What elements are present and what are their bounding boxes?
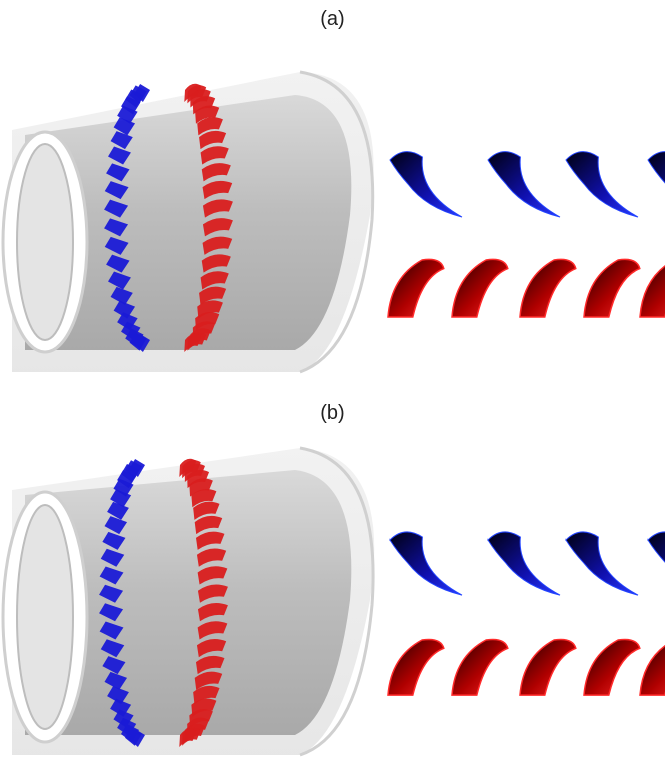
rotor-blade: [184, 333, 202, 352]
stator-blade-section: [487, 531, 561, 596]
rotor-blade: [197, 566, 228, 585]
rotor-blade: [195, 531, 225, 550]
stator-blade: [102, 531, 126, 550]
stator-blade: [125, 89, 144, 108]
stator-blade: [113, 478, 134, 497]
stator-blade: [113, 117, 136, 136]
rotor-blade-section: [451, 638, 509, 696]
rotor-blade: [194, 515, 223, 535]
stator-blade: [117, 470, 137, 489]
stator-blade: [104, 671, 128, 690]
stator-blade: [99, 603, 124, 622]
rotor-blade: [179, 728, 197, 747]
stator-blade: [120, 464, 140, 483]
stator-blade: [134, 334, 150, 352]
panel-label-a: (a): [320, 8, 345, 30]
stator-blade: [117, 105, 138, 124]
rotor-blade-section: [387, 638, 445, 696]
stator-blade: [99, 566, 124, 585]
rotor-blade: [191, 489, 217, 508]
rotor-blade-section: [583, 638, 641, 696]
rotor-blade: [197, 602, 228, 622]
rotor-blade: [201, 254, 231, 273]
stator-blade: [99, 584, 124, 603]
rotor-blade: [202, 180, 233, 200]
rotor-blade-section: [519, 258, 577, 318]
blade-cascade-b: [387, 531, 665, 696]
rotor-blade: [195, 105, 220, 124]
stator-blade: [110, 131, 133, 150]
stator-blade: [107, 686, 129, 705]
rotor-blade: [197, 621, 228, 640]
rotor-blade: [196, 638, 227, 658]
stator-blade-section: [389, 151, 463, 218]
panel-a: [1, 70, 665, 374]
rotor-blade: [200, 271, 229, 290]
stator-blade: [108, 271, 131, 290]
rotor-blade-section: [387, 258, 445, 318]
rotor-blade-section: [639, 265, 665, 318]
blade-ring-a: [104, 83, 233, 352]
stator-blade-section: [487, 151, 561, 218]
rotor-blade: [199, 286, 227, 305]
rotor-blade-section: [519, 638, 577, 696]
rotor-blade: [196, 548, 227, 567]
rotor-blade: [197, 584, 228, 603]
stator-blade: [104, 218, 129, 237]
rotor-blade: [193, 685, 220, 705]
rotor-blade: [200, 146, 229, 165]
rotor-blade-section: [451, 258, 509, 318]
stator-blade: [104, 199, 129, 218]
stator-blade: [129, 729, 145, 747]
stator-blade: [110, 489, 132, 508]
rotor-blade: [189, 478, 213, 497]
stator-blade: [102, 656, 126, 675]
rotor-blade: [193, 501, 220, 520]
stator-blade: [106, 254, 130, 273]
rotor-blade-section: [639, 644, 665, 696]
stator-blade: [107, 501, 129, 520]
panel-b: [1, 446, 665, 757]
stator-blade: [99, 621, 124, 640]
stator-blade: [104, 181, 129, 200]
rotor-blade: [197, 117, 223, 136]
stator-blade: [106, 163, 130, 182]
stator-blade-section: [647, 151, 665, 184]
stator-blade: [121, 96, 141, 115]
stator-blade: [113, 300, 136, 319]
rotor-blade: [202, 236, 233, 255]
rotor-blade: [201, 163, 231, 182]
panel-label-b: (b): [320, 402, 345, 424]
rotor-blade: [202, 218, 233, 237]
stator-blade: [108, 146, 131, 165]
stator-blade: [110, 286, 133, 305]
stator-blade-section: [565, 151, 639, 218]
stator-blade: [104, 516, 128, 535]
casing-cylinder-a: [1, 70, 375, 374]
rotor-blade-section: [583, 258, 641, 318]
blade-ring-b: [99, 458, 228, 747]
stator-blade-section: [647, 531, 665, 563]
blade-cascade-a: [387, 151, 665, 318]
stator-blade: [104, 236, 129, 255]
stator-blade-section: [389, 531, 463, 596]
casing-cylinder-b: [1, 446, 375, 757]
rotor-blade: [199, 130, 227, 150]
rotor-blade: [194, 671, 223, 690]
stator-blade: [100, 639, 125, 658]
rotor-blade: [202, 199, 233, 218]
stator-blade: [100, 548, 125, 567]
rotor-blade: [195, 655, 225, 675]
stator-blade-section: [565, 531, 639, 596]
